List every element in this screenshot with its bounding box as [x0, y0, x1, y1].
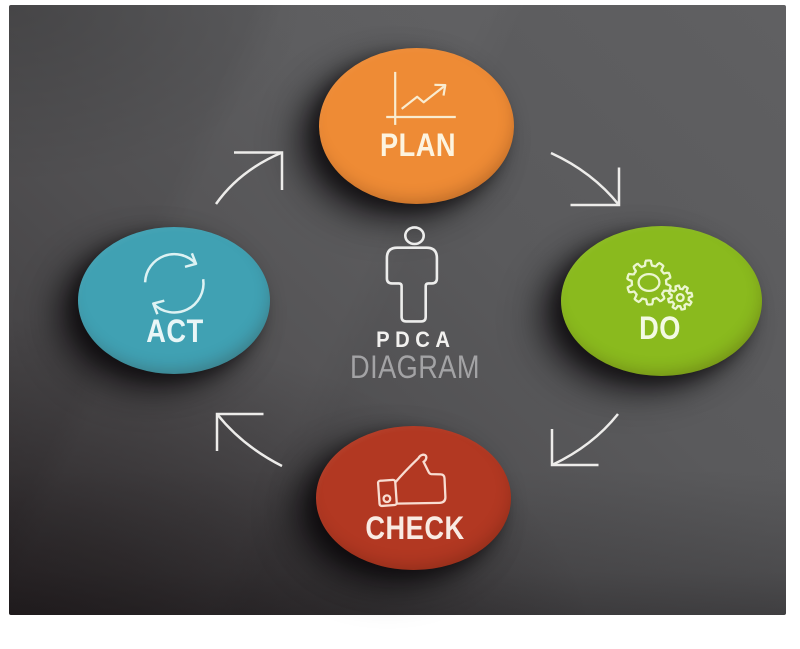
gears-icon: [626, 259, 694, 311]
arrow-do-to-check-shaft: [551, 413, 619, 467]
arrow-act-to-plan: [214, 151, 284, 205]
center-title: PDCA: [376, 326, 456, 352]
center-subtitle: DIAGRAM: [350, 348, 480, 385]
arrow-plan-to-do: [550, 151, 621, 207]
arrow-check-to-act: [215, 412, 283, 468]
arrow-plan-to-do-head: [570, 167, 621, 207]
arrow-check-to-act-head: [215, 412, 264, 451]
arrow-act-to-plan-shaft: [214, 151, 283, 205]
thumb-cuff-button: [382, 494, 392, 504]
node-act: [78, 226, 270, 374]
large-gear: [626, 259, 672, 306]
node-check-label: CHECK: [365, 509, 465, 546]
refresh-top-arrowhead: [184, 252, 198, 269]
refresh-icon: [143, 252, 205, 315]
thumbs-up-icon: [376, 453, 447, 508]
node-plan: [318, 48, 514, 204]
arrow-plan-to-do-shaft: [550, 151, 620, 206]
person-icon: [385, 226, 439, 323]
refresh-top-arc: [143, 252, 197, 283]
arrow-check-to-act-shaft: [216, 413, 283, 468]
small-gear: [667, 284, 694, 311]
hand-outline: [394, 453, 447, 505]
small-gear-hole: [675, 293, 685, 303]
person-head: [403, 226, 425, 246]
chart-trend-line: [401, 85, 445, 110]
node-do-label: DO: [638, 309, 681, 346]
node-check: [316, 426, 511, 570]
chart-trend-arrowhead: [434, 83, 447, 96]
arrow-do-to-check: [550, 413, 619, 467]
node-act-label: ACT: [146, 312, 204, 349]
refresh-bottom-arrowhead: [152, 299, 165, 315]
refresh-bottom-arc: [152, 279, 205, 314]
node-plan-label: PLAN: [379, 127, 456, 163]
large-gear-hole: [637, 272, 661, 293]
thumb-cuff: [376, 478, 398, 508]
person-body: [385, 246, 439, 323]
line-chart-icon: [386, 71, 456, 125]
arrow-do-to-check-head: [550, 429, 599, 467]
arrow-act-to-plan-head: [234, 151, 284, 190]
